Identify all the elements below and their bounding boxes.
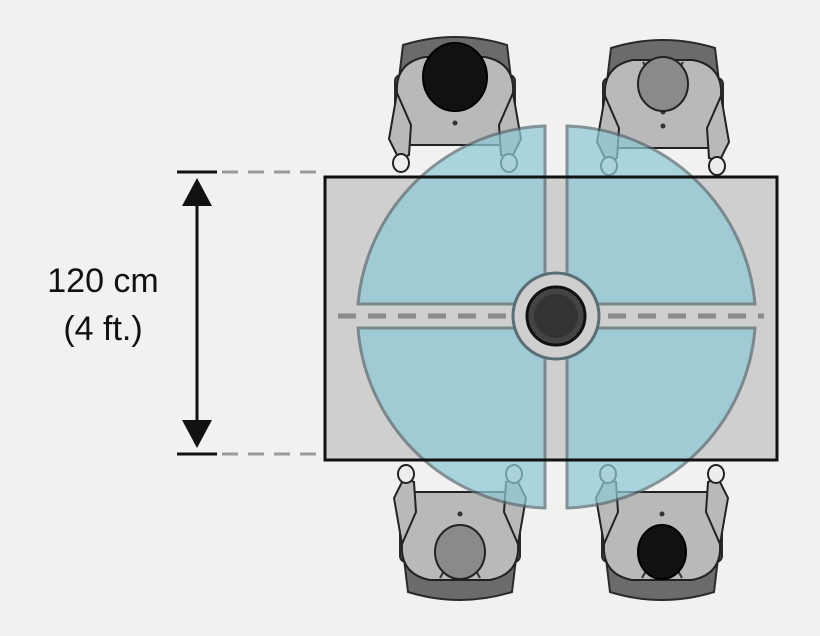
dark-hair-icon (637, 524, 687, 580)
person-bottom-left (393, 464, 527, 601)
dark-hair-icon (422, 42, 488, 112)
dimension-guide (177, 170, 325, 456)
dimension-label-imperial: (4 ft.) (63, 310, 143, 348)
coverage-zone-top-right (565, 124, 757, 306)
microphone-hub-icon (511, 271, 601, 361)
grey-hair-icon (637, 56, 689, 112)
coverage-zone-bottom-left (356, 326, 547, 510)
person-top-right (596, 39, 730, 176)
arrow-down-icon (182, 420, 212, 448)
person-top-left (388, 36, 522, 173)
person-bottom-right (595, 464, 729, 601)
coverage-zone-top-left (356, 124, 547, 306)
grey-hair-icon (434, 524, 486, 580)
coverage-zone-bottom-right (565, 326, 757, 510)
dimension-label-metric: 120 cm (47, 262, 159, 300)
table-outline (323, 175, 779, 462)
arrow-up-icon (182, 178, 212, 206)
coverage-zones (356, 124, 757, 510)
